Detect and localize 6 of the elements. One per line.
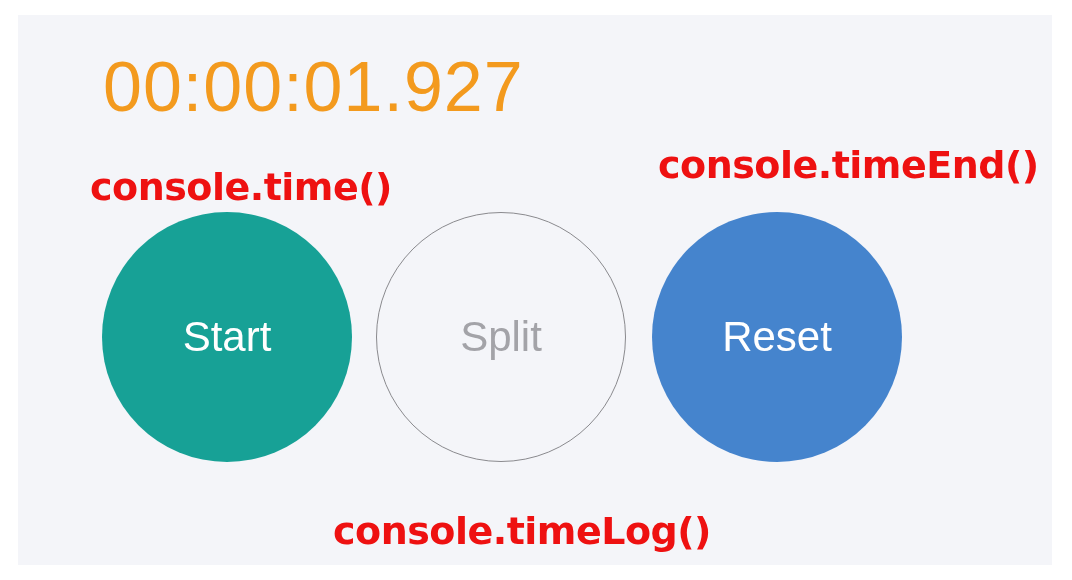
timer-display: 00:00:01.927 <box>103 52 524 122</box>
round-button: Reset <box>652 212 902 462</box>
code-annotation: console.time() <box>90 168 392 206</box>
code-annotation: console.timeLog() <box>333 512 711 550</box>
round-button: Start <box>102 212 352 462</box>
code-annotation: console.timeEnd() <box>658 146 1039 184</box>
